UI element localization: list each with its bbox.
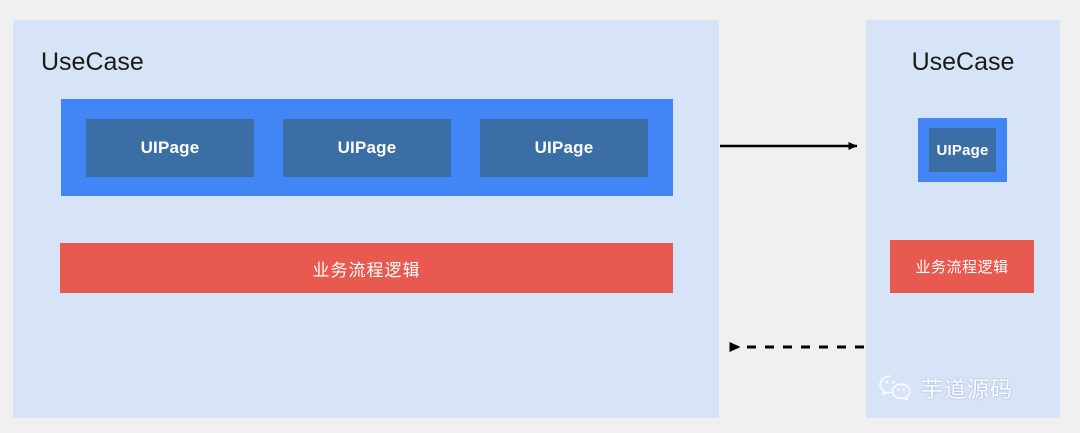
page-title: UseCase: [41, 48, 144, 76]
ui-layer-left: UIPage UIPage UIPage: [61, 99, 673, 196]
business-logic-bar[interactable]: 业务流程逻辑: [60, 243, 673, 293]
uipage-box[interactable]: UIPage: [283, 118, 451, 177]
page-title: UseCase: [911, 48, 1015, 76]
uipage-box[interactable]: UIPage: [86, 118, 254, 177]
watermark: 芋道源码: [878, 372, 1013, 404]
business-logic-bar[interactable]: 业务流程逻辑: [890, 240, 1034, 293]
watermark-text: 芋道源码: [921, 378, 1014, 403]
uipage-box[interactable]: UIPage: [480, 118, 648, 177]
uipage-box[interactable]: UIPage: [929, 128, 996, 172]
usecase-panel-right: UseCase UIPage 业务流程逻辑 芋道源码: [866, 20, 1060, 418]
connector-arrows: [720, 142, 864, 352]
ui-layer-right: UIPage: [918, 118, 1007, 182]
usecase-panel-left: UseCase UIPage UIPage UIPage 业务流程逻辑: [13, 20, 719, 418]
wechat-icon: [879, 375, 911, 402]
